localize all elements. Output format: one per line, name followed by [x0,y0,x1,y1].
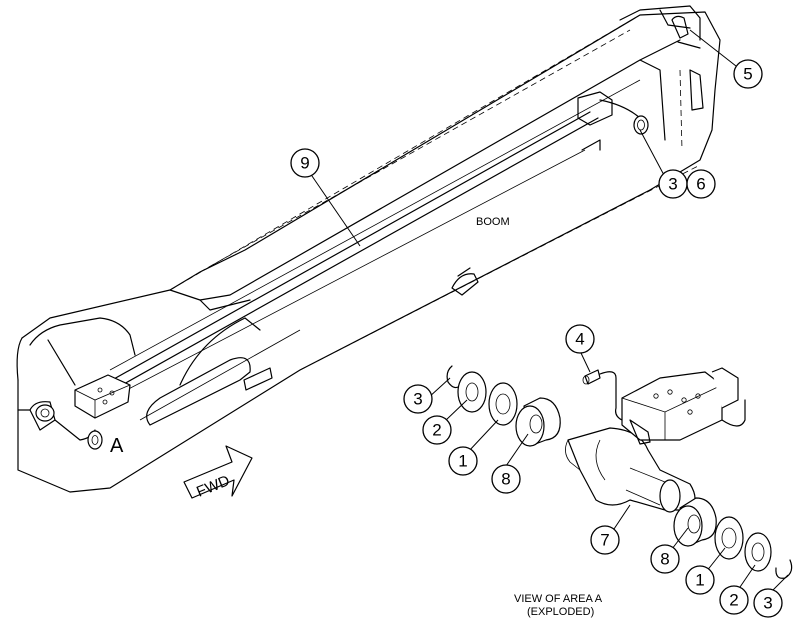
shim-lower [714,516,744,560]
pivot-pin-area [17,401,103,450]
callout-1-lower-text: 1 [695,571,704,590]
callout-5-text: 5 [743,65,752,84]
callout-2-upper-text: 2 [432,421,441,440]
callout-2-upper: 2 [422,415,452,445]
elbow-fitting [584,369,601,385]
valve-block-boom [74,374,131,419]
snap-ring-lower [775,559,793,579]
callout-1-upper-text: 1 [458,452,467,471]
shim-upper [488,382,518,426]
callout-8-upper: 8 [491,464,521,494]
callout-3-lower: 3 [753,588,783,618]
callout-1-upper: 1 [448,446,478,476]
callout-5: 5 [733,59,763,89]
callout-7-text: 7 [600,531,609,550]
callout-8-upper-text: 8 [501,470,510,489]
boom-label: BOOM [476,216,510,228]
fwd-arrow: FWD [183,445,253,501]
callout-6: 6 [686,169,716,199]
valve-block-exploded [621,371,723,441]
boom-assembly [16,5,721,493]
view-caption-line1: VIEW OF AREA A [514,593,603,605]
view-caption-line2: (EXPLODED) [527,606,594,618]
callout-7: 7 [590,525,620,555]
callout-3-upper: 3 [403,384,433,414]
callout-2-lower: 2 [719,585,749,615]
callout-4-text: 4 [575,330,584,349]
callout-3-boom-text: 3 [668,175,677,194]
callout-3-boom: 3 [658,169,688,199]
callout-8-lower-text: 8 [660,550,669,569]
leader-lines [311,29,789,592]
callout-6-text: 6 [696,175,705,194]
callout-2-lower-text: 2 [729,591,738,610]
hydraulic-tube [79,111,599,405]
callout-1-lower: 1 [685,565,715,595]
callout-8-lower: 8 [650,544,680,574]
callout-9: 9 [290,148,320,178]
area-a-label: A [110,435,124,457]
callout-3-upper-text: 3 [413,390,422,409]
exploded-view [446,365,793,579]
callout-9-text: 9 [300,154,309,173]
callout-3-lower-text: 3 [763,594,772,613]
washer-upper [457,371,487,413]
callout-4: 4 [565,324,595,354]
washer-lower [744,532,772,572]
